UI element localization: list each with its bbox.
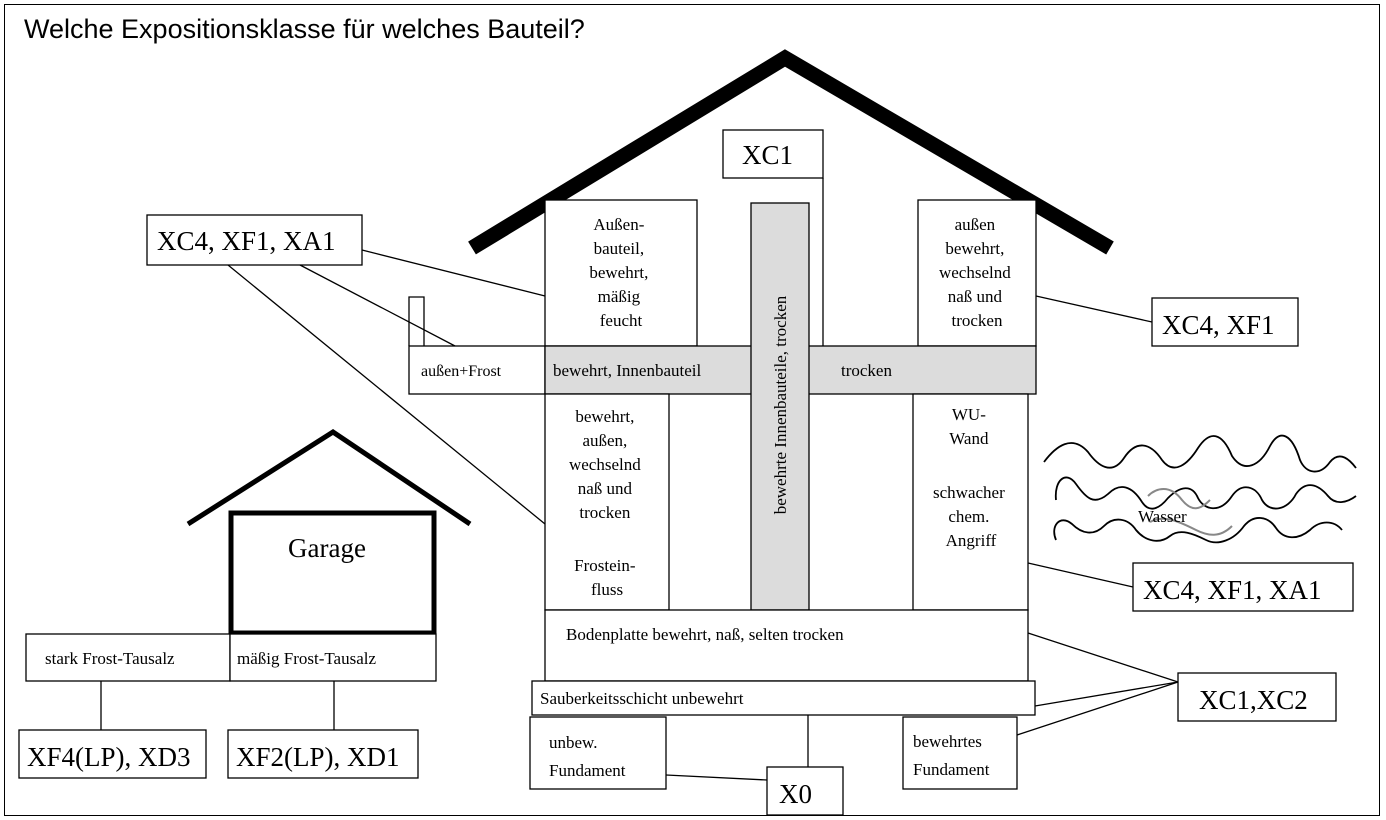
chimney xyxy=(408,296,425,346)
class-box-xf2-xd1 xyxy=(227,729,419,779)
class-box-x0 xyxy=(766,766,844,816)
water-label: Wasser xyxy=(1138,507,1187,526)
connector-left-aussen-frost xyxy=(299,264,456,347)
class-label-xf2-xd1: XF2(LP), XD1 xyxy=(236,742,400,772)
garage-label: Garage xyxy=(288,533,366,563)
class-box-xc4-xf1-right xyxy=(1151,297,1299,347)
connector-bewehrtes-fundament xyxy=(1016,681,1179,736)
water-waves xyxy=(1043,434,1357,544)
box-innenbauteile-vertikal xyxy=(750,202,810,611)
connector-left-aussenbauteil xyxy=(361,249,546,297)
text-innenbauteile-vertikal: bewehrte Innenbauteile, trocken xyxy=(771,295,790,514)
box-bodenplatte xyxy=(544,609,1029,682)
class-box-xc4-xf1-xa1-right xyxy=(1132,562,1354,612)
text-aussenbauteil: Außen- bauteil, bewehrt, mäßig feucht xyxy=(589,215,652,330)
text-bodenplatte: Bodenplatte bewehrt, naß, selten trocken xyxy=(566,625,844,644)
box-sauberkeitsschicht xyxy=(531,680,1036,716)
box-bewehrtes-fundament xyxy=(902,716,1018,790)
diagram-frame xyxy=(4,4,1380,816)
box-aussen-frost xyxy=(408,345,546,395)
class-label-xc1-top: XC1 xyxy=(742,140,793,170)
box-unbew-fundament xyxy=(529,716,667,790)
class-label-xc4-xf1-xa1-left: XC4, XF1, XA1 xyxy=(157,226,336,256)
class-label-x0: X0 xyxy=(779,779,812,809)
text-sauberkeitsschicht: Sauberkeitsschicht unbewehrt xyxy=(540,689,744,708)
class-box-xc1-xc2 xyxy=(1177,672,1337,722)
class-box-xc4-xf1-xa1-left xyxy=(146,214,363,266)
class-box-xf4-xd3 xyxy=(18,729,207,779)
text-aussen-frost: außen+Frost xyxy=(421,363,502,380)
class-label-xc4-xf1-right: XC4, XF1 xyxy=(1162,310,1275,340)
box-maessig-frost xyxy=(229,633,437,682)
water-highlight xyxy=(1147,488,1233,536)
box-aussenbauteil xyxy=(544,199,698,347)
text-aussen-bewehrt: außen bewehrt, wechselnd naß und trocken xyxy=(939,215,1015,330)
class-label-xc4-xf1-xa1-right: XC4, XF1, XA1 xyxy=(1143,575,1322,605)
box-wand-links xyxy=(544,393,670,611)
text-maessig-frost: mäßig Frost-Tausalz xyxy=(237,649,376,668)
diagram-title: Welche Expositionsklasse für welches Bau… xyxy=(24,14,585,44)
connector-bodenplatte xyxy=(1027,632,1179,683)
text-bewehrtes-fundament: bewehrtes Fundament xyxy=(913,732,990,779)
connector-sauberkeit xyxy=(1034,681,1179,707)
box-wand-rechts xyxy=(912,393,1029,611)
house-roof xyxy=(468,49,1114,255)
x0-connector-left xyxy=(665,774,768,781)
text-wand-rechts: WU- Wand schwacher chem. Angriff xyxy=(933,405,1009,550)
text-trocken: trocken xyxy=(841,361,892,380)
connector-left-wand xyxy=(227,264,546,525)
box-stark-frost xyxy=(25,633,231,682)
class-box-xc1-top xyxy=(722,129,824,179)
class-label-xc1-xc2: XC1,XC2 xyxy=(1199,685,1308,715)
text-stark-frost: stark Frost-Tausalz xyxy=(45,649,175,668)
garage-box xyxy=(228,510,437,636)
box-aussen-bewehrt xyxy=(917,199,1037,347)
class-label-xf4-xd3: XF4(LP), XD3 xyxy=(27,742,191,772)
garage-roof xyxy=(186,429,472,527)
text-bewehrt-innenbauteil: bewehrt, Innenbauteil xyxy=(553,361,701,380)
text-wand-links: bewehrt, außen, wechselnd naß und trocke… xyxy=(569,407,645,599)
connector-right-aussen xyxy=(1035,295,1153,323)
connector-right-wand xyxy=(1027,562,1134,588)
text-unbew-fundament: unbew. Fundament xyxy=(549,733,626,780)
